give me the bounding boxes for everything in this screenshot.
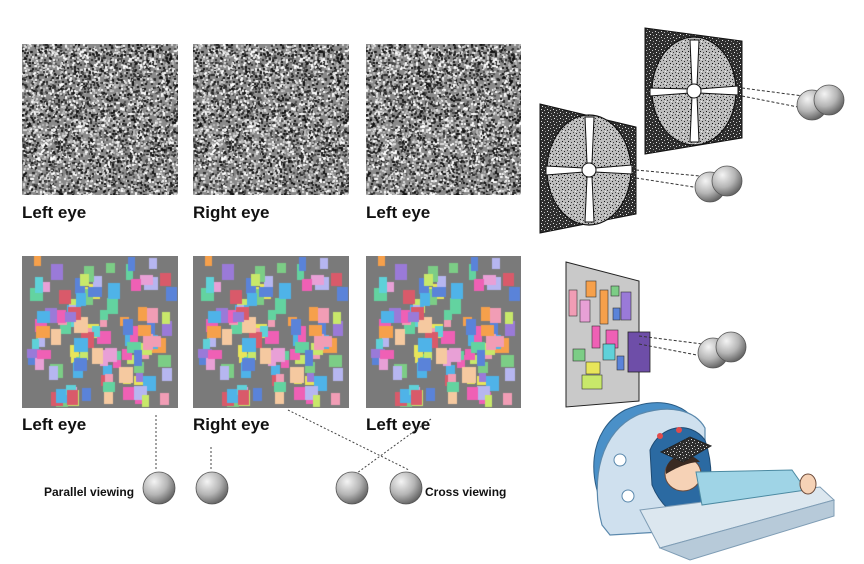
viewing-lines <box>155 409 432 474</box>
mri-scanner-illustration <box>593 402 835 561</box>
patch-plane-rects <box>568 280 632 390</box>
top-label-left-1: Left eye <box>22 203 87 222</box>
color-patch-stereogram-right <box>193 256 349 408</box>
color-patch-stereogram-left-2 <box>366 256 521 408</box>
bottom-label-left-2: Left eye <box>366 415 431 434</box>
scanner-grille-1 <box>613 453 627 467</box>
random-dot-planes-illustration <box>539 27 845 234</box>
front-wheel-spokes <box>545 116 633 223</box>
eye-patch-2 <box>715 331 747 363</box>
top-label-right: Right eye <box>193 203 270 222</box>
scanner-light-red-1 <box>657 433 663 439</box>
patient-feet <box>799 473 817 495</box>
color-patch-plane-illustration <box>565 261 747 408</box>
eye-cross-left <box>335 471 369 505</box>
eye-parallel-right <box>195 471 229 505</box>
bottom-label-right: Right eye <box>193 415 270 434</box>
random-dot-stereogram-right <box>193 44 349 195</box>
scanner-grille-2 <box>621 489 635 503</box>
parallel-viewing-label: Parallel viewing <box>44 485 135 499</box>
viewer-eyes <box>142 471 423 505</box>
eye-back-2 <box>813 84 845 116</box>
head-mirror-display <box>659 436 713 463</box>
cross-viewing-label: Cross viewing <box>425 485 507 499</box>
back-wheel-hub <box>686 83 702 99</box>
front-wheel-hub <box>581 162 597 178</box>
top-label-left-2: Left eye <box>366 203 431 222</box>
patient-hair <box>665 454 700 474</box>
cross-line-right <box>287 409 410 471</box>
color-patch-stereogram-left-1 <box>22 256 178 408</box>
random-dot-stereogram-left-1 <box>22 44 178 195</box>
random-dot-stereogram-left-2 <box>366 44 521 195</box>
scanner-light-red-2 <box>676 427 682 433</box>
eye-parallel-left <box>142 471 176 505</box>
bottom-label-left-1: Left eye <box>22 415 87 434</box>
eye-cross-right <box>389 471 423 505</box>
scanner-base <box>658 499 835 561</box>
cross-line-left <box>356 418 432 474</box>
eye-front-2 <box>711 165 743 197</box>
patch-plane-foreground-rect <box>627 331 651 373</box>
